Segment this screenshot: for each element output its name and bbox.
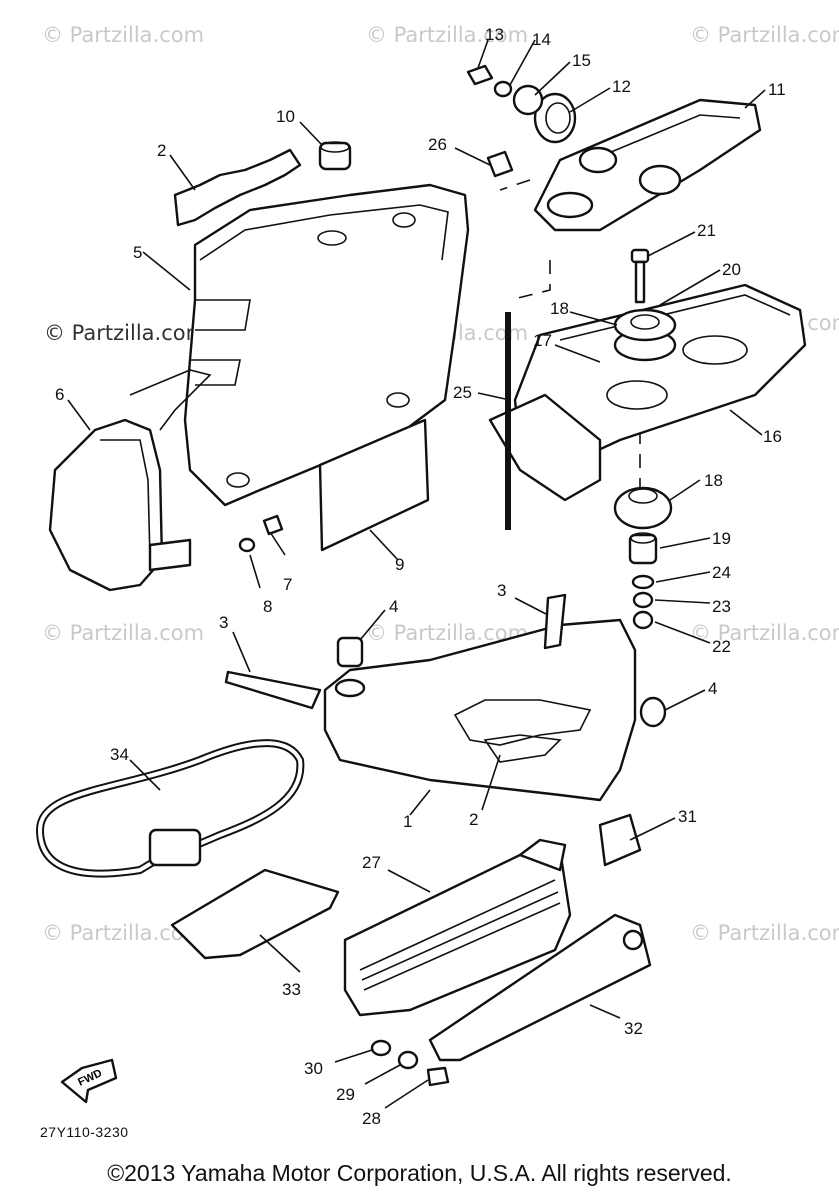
callout-12: 12 bbox=[612, 77, 631, 96]
rod-3a bbox=[224, 670, 322, 710]
leader-lines bbox=[67, 39, 766, 1109]
callout-28: 28 bbox=[362, 1109, 381, 1128]
grommet-ring bbox=[334, 678, 366, 698]
tool-case-27 bbox=[343, 838, 572, 1017]
rod-3b bbox=[543, 593, 567, 650]
hose-34 bbox=[36, 739, 305, 878]
diagram-code: 27Y110-3230 bbox=[40, 1124, 129, 1140]
watermark: © Partzilla.com bbox=[690, 621, 839, 645]
watermark: © Partzilla.com bbox=[42, 23, 204, 47]
watermark: © Partzilla.com bbox=[690, 23, 839, 47]
side-cover-left bbox=[183, 183, 470, 507]
washer-30 bbox=[370, 1039, 392, 1057]
washer-14 bbox=[493, 80, 513, 98]
callout-15: 15 bbox=[572, 51, 591, 70]
callout-2: 2 bbox=[469, 810, 478, 829]
callout-24: 24 bbox=[712, 563, 731, 582]
callout-31: 31 bbox=[678, 807, 697, 826]
side-cover-right bbox=[323, 618, 637, 802]
washer-8 bbox=[238, 537, 256, 553]
callout-6: 6 bbox=[55, 385, 64, 404]
nut-22 bbox=[632, 610, 654, 630]
case-cover-knob bbox=[622, 929, 644, 951]
bolt-28 bbox=[426, 1066, 450, 1087]
callout-10: 10 bbox=[276, 107, 295, 126]
callout-23: 23 bbox=[712, 597, 731, 616]
copyright-footer: ©2013 Yamaha Motor Corporation, U.S.A. A… bbox=[107, 1160, 732, 1186]
callout-9: 9 bbox=[395, 555, 404, 574]
emblem-bracket bbox=[173, 148, 302, 227]
callout-18: 18 bbox=[704, 471, 723, 490]
callout-22: 22 bbox=[712, 637, 731, 656]
collar-19 bbox=[628, 532, 658, 565]
callout-14: 14 bbox=[532, 30, 551, 49]
callout-17: 17 bbox=[533, 331, 552, 350]
watermark: © Partzilla.com bbox=[366, 23, 528, 47]
callout-13: 13 bbox=[485, 25, 504, 44]
grommet-4b bbox=[639, 696, 667, 728]
bolt-21 bbox=[630, 248, 650, 304]
callout-3: 3 bbox=[497, 581, 506, 600]
damper-18-top bbox=[613, 308, 677, 362]
callout-32: 32 bbox=[624, 1019, 643, 1038]
pad-31 bbox=[598, 813, 642, 867]
callout-18: 18 bbox=[550, 299, 569, 318]
callout-27: 27 bbox=[362, 853, 381, 872]
bolt-13 bbox=[466, 64, 494, 86]
watermark: © Partzilla.com bbox=[690, 921, 839, 945]
callout-16: 16 bbox=[763, 427, 782, 446]
callout-20: 20 bbox=[722, 260, 741, 279]
callout-8: 8 bbox=[263, 597, 272, 616]
callout-11: 11 bbox=[768, 80, 786, 99]
watermark: © Partzilla.com bbox=[42, 621, 204, 645]
callout-7: 7 bbox=[283, 575, 292, 594]
callout-4: 4 bbox=[389, 597, 398, 616]
forward-arrow-icon: FWD bbox=[60, 1058, 118, 1104]
top-case-11 bbox=[533, 98, 762, 232]
washer-24 bbox=[631, 574, 655, 590]
grommet-4a bbox=[336, 636, 364, 668]
watermark: © Partzilla.com bbox=[44, 321, 206, 345]
washer-29 bbox=[397, 1050, 419, 1070]
callout-25: 25 bbox=[453, 383, 472, 402]
callout-33: 33 bbox=[282, 980, 301, 999]
damper-18-bottom bbox=[613, 486, 673, 530]
assembly-guide bbox=[499, 179, 641, 490]
callout-2: 2 bbox=[157, 141, 166, 160]
label-plate bbox=[318, 418, 430, 552]
bushing-12 bbox=[533, 92, 577, 144]
callout-30: 30 bbox=[304, 1059, 323, 1078]
bracket-17 bbox=[488, 393, 602, 502]
tool-bag-33 bbox=[170, 868, 340, 960]
callout-29: 29 bbox=[336, 1085, 355, 1104]
lower-cover bbox=[48, 369, 212, 592]
callout-1: 1 bbox=[403, 812, 412, 831]
case-cover-32 bbox=[428, 913, 652, 1062]
washer-15 bbox=[512, 84, 544, 116]
nut-26 bbox=[486, 150, 514, 178]
callout-19: 19 bbox=[712, 529, 731, 548]
callout-34: 34 bbox=[110, 745, 129, 764]
callouts: 2 5 6 7 8 9 10 11 12 13 14 15 26 21 20 1… bbox=[55, 25, 786, 1128]
callout-21: 21 bbox=[697, 221, 716, 240]
grommet-10 bbox=[318, 141, 352, 171]
callout-5: 5 bbox=[133, 243, 142, 262]
callout-4: 4 bbox=[708, 679, 717, 698]
clip-7 bbox=[262, 514, 284, 536]
callout-3: 3 bbox=[219, 613, 228, 632]
washer-23 bbox=[632, 591, 654, 609]
callout-26: 26 bbox=[428, 135, 447, 154]
